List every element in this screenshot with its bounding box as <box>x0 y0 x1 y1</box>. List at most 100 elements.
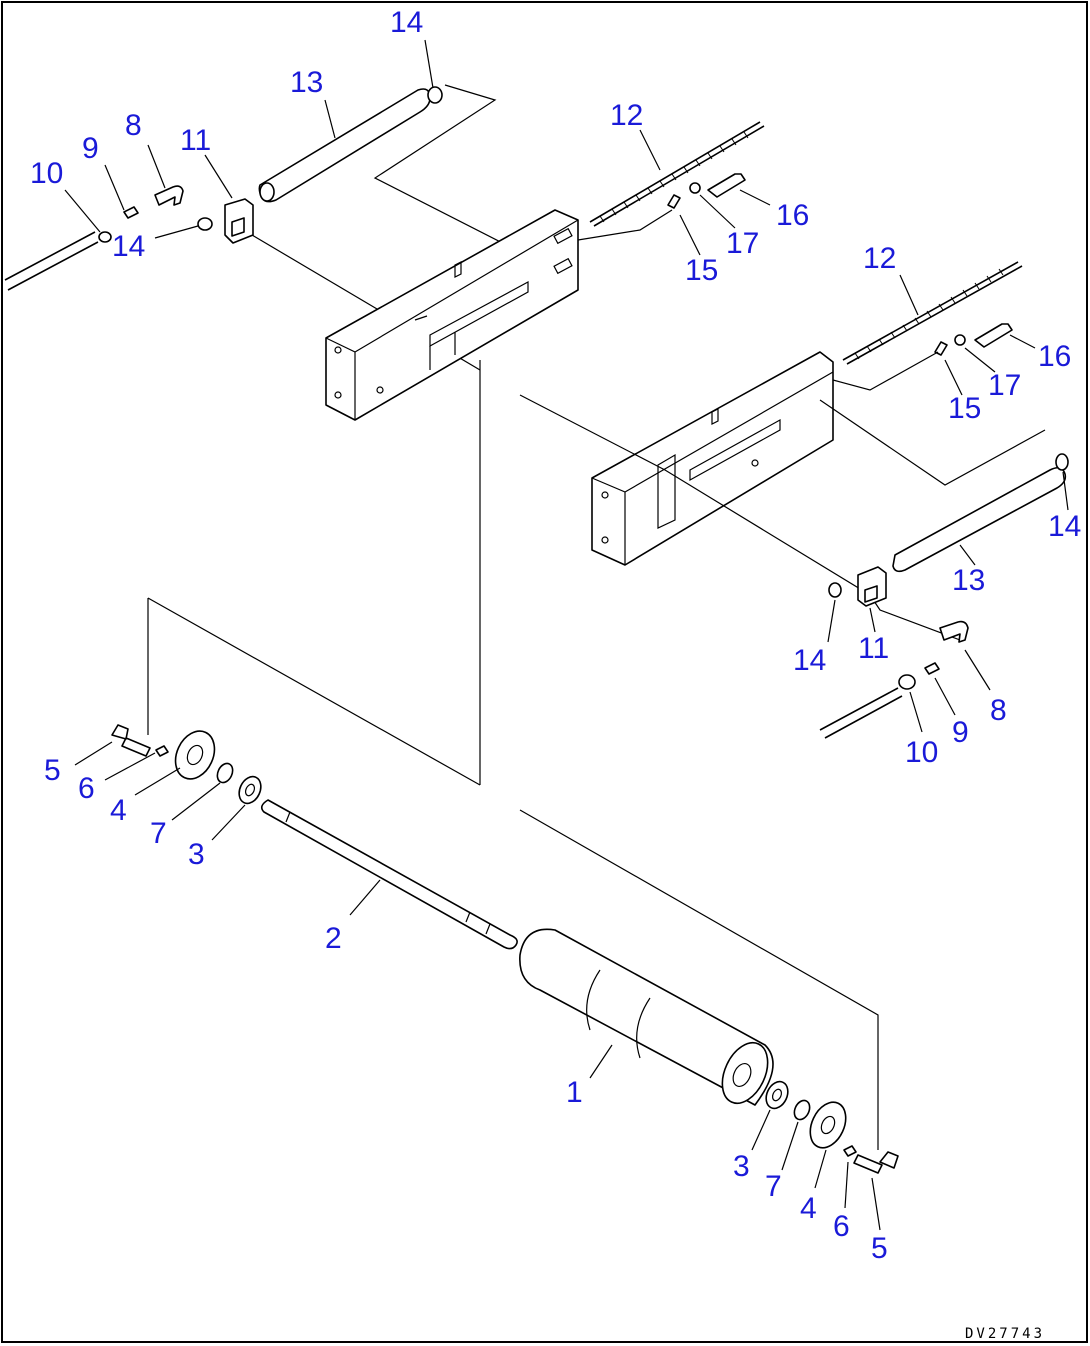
shaft-2 <box>260 799 518 950</box>
leader-3-left <box>211 804 246 841</box>
callout-1: 1 <box>566 1076 583 1109</box>
shaft-steps <box>285 811 491 935</box>
leader-4-left <box>134 767 181 796</box>
left-nut-10 <box>98 231 112 243</box>
callout-8-left: 8 <box>125 109 142 142</box>
left-frame-bolt-a <box>334 346 342 354</box>
left-flange-hole <box>186 744 204 766</box>
leader-10-left <box>64 189 101 233</box>
top-washer-14 <box>427 86 443 104</box>
leader-10-right <box>909 691 923 733</box>
callout-15-right: 15 <box>948 392 981 425</box>
leader-5-right <box>871 1177 881 1231</box>
right-washer-14 <box>1055 453 1069 471</box>
roller-guide-left <box>147 597 481 786</box>
leader-15-left <box>679 214 701 256</box>
left-rod <box>4 231 99 291</box>
left-seal-3 <box>238 775 262 805</box>
right-lockwasher-6 <box>843 1145 857 1157</box>
callout-17-left: 17 <box>726 227 759 260</box>
callout-11-right: 11 <box>858 632 889 665</box>
callout-13-left: 13 <box>290 66 323 99</box>
leader-2 <box>349 879 381 916</box>
right-frame-edges <box>591 371 834 565</box>
right-flange-hole <box>820 1115 836 1135</box>
right-flange-4 <box>809 1101 847 1149</box>
callout-5-right: 5 <box>871 1232 888 1265</box>
callout-4-left: 4 <box>110 794 127 827</box>
leader-7-right <box>781 1121 799 1171</box>
right-lower-washer-14 <box>828 582 842 598</box>
left-frame-tabs <box>414 261 462 321</box>
drawing-code: DV27743 <box>965 1326 1045 1342</box>
right-elbow-8 <box>939 620 969 643</box>
left-cylinder-end <box>259 182 275 202</box>
right-ring-7 <box>793 1099 811 1121</box>
right-spring-edge <box>846 265 1023 365</box>
leader-3-right <box>751 1109 771 1151</box>
right-frame-slot <box>657 418 781 529</box>
leader-11-left <box>204 154 233 199</box>
left-tension-assembly <box>4 84 765 785</box>
callout-14-top: 14 <box>390 6 423 39</box>
leader-11-right <box>869 607 876 633</box>
left-frame-hole-a <box>553 227 573 245</box>
callout-10-left: 10 <box>30 157 63 190</box>
leader-8-right <box>964 649 991 691</box>
left-washer-14 <box>197 217 213 231</box>
right-bolt-guide <box>832 351 939 391</box>
right-bolt-16 <box>974 323 1013 348</box>
left-nipple-9 <box>123 206 139 219</box>
leader-14-top <box>424 39 434 89</box>
left-frame-edges <box>325 219 579 420</box>
callout-9-right: 9 <box>952 716 969 749</box>
callout-8-right: 8 <box>990 694 1007 727</box>
leader-8-left <box>147 144 166 189</box>
leader-9-left <box>104 164 125 211</box>
right-spring-coils <box>854 268 1004 360</box>
roller-assembly <box>111 597 899 1174</box>
right-frame-tab <box>711 408 719 425</box>
callout-3-right: 3 <box>733 1150 750 1183</box>
left-seal-hole <box>244 783 256 797</box>
left-spring-edge <box>593 125 765 227</box>
left-frame-body <box>325 209 579 421</box>
left-bolt-16 <box>707 173 746 198</box>
left-cylinder-13 <box>258 88 431 203</box>
leader-14-left <box>154 225 199 239</box>
left-frame-ribs <box>429 332 456 370</box>
right-clip-15 <box>934 341 948 356</box>
left-flange-4 <box>174 730 216 780</box>
leader-16-right <box>1009 334 1036 349</box>
leader-7-left <box>171 782 221 821</box>
leader-12-left <box>639 129 661 171</box>
left-frame-bolt-c <box>376 386 384 394</box>
right-frame-body <box>591 351 834 566</box>
right-washer-17 <box>954 334 966 346</box>
leader-17-left <box>699 194 736 229</box>
callout-9-left: 9 <box>82 132 99 165</box>
roller-1-bore <box>732 1063 752 1087</box>
callout-14-left: 14 <box>112 230 145 263</box>
leader-6-right <box>844 1161 849 1209</box>
right-seal-3 <box>765 1080 789 1110</box>
right-rod <box>819 687 903 739</box>
callout-6-left: 6 <box>78 772 95 805</box>
callout-13-right: 13 <box>952 564 985 597</box>
left-elbow-8 <box>154 185 184 206</box>
left-washer-17 <box>689 182 701 194</box>
leader-15-right <box>944 359 963 396</box>
right-nipple-9 <box>924 662 940 675</box>
leader-lines <box>64 39 1069 1231</box>
left-lockwasher-6 <box>155 745 169 757</box>
left-bolt-5 <box>111 724 151 757</box>
callout-6-right: 6 <box>833 1210 850 1243</box>
right-tension-assembly <box>519 261 1069 739</box>
left-frame-bolt-b <box>334 391 342 399</box>
right-guide-line-b <box>819 399 1046 486</box>
right-bracket-11 <box>857 566 887 607</box>
right-frame-bolt-c <box>751 459 759 467</box>
right-frame-bolt-b <box>601 536 609 544</box>
